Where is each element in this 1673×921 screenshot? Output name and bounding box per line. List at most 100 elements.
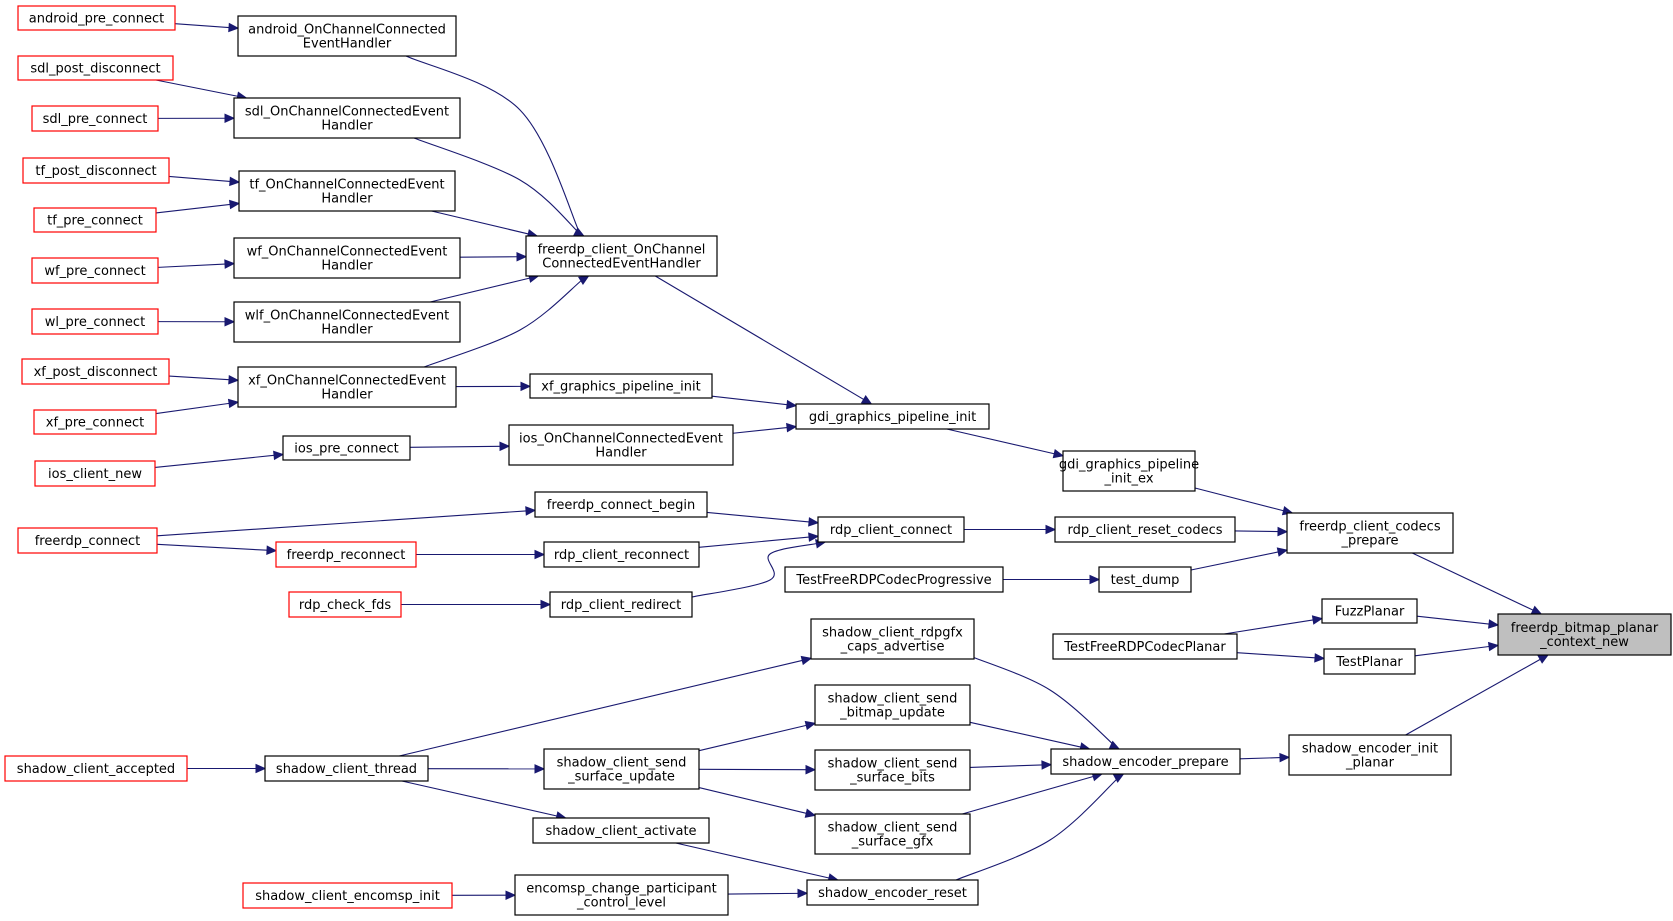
node-freerdp-client-onchannelconnectedeventhandler[interactable]: freerdp_client_OnChannelConnectedEventHa… (525, 235, 718, 277)
edge-gdi-graphics-pipeline-init-to-gdi-graphics-pipeline-init-ex (946, 428, 1065, 459)
node-freerdp-connect[interactable]: freerdp_connect (17, 527, 158, 554)
node-freerdp-client-codecs-prepare[interactable]: freerdp_client_codecs_prepare (1286, 512, 1454, 554)
node-shadow-encoder-reset[interactable]: shadow_encoder_reset (806, 879, 979, 906)
node-box (33, 207, 157, 233)
edge-freerdp-connect-to-freerdp-reconnect (156, 543, 278, 555)
node-rdp-check-fds[interactable]: rdp_check_fds (288, 591, 402, 618)
node-rdp-client-connect[interactable]: rdp_client_connect (817, 516, 965, 543)
node-testfreerdpcodecprogressive[interactable]: TestFreeRDPCodecProgressive (784, 566, 1004, 593)
node-box (1323, 648, 1416, 675)
node-fuzzplanar[interactable]: FuzzPlanar (1321, 598, 1418, 624)
node-label: shadow_client_thread (276, 762, 417, 777)
arrowhead-icon (534, 764, 546, 774)
node-xf-post-disconnect[interactable]: xf_post_disconnect (21, 358, 170, 385)
edge-line (168, 175, 231, 182)
node-shadow-client-rdpgfx-caps-advertise[interactable]: shadow_client_rdpgfx_caps_advertise (810, 618, 975, 660)
node-android-pre-connect[interactable]: android_pre_connect (17, 5, 176, 31)
node-label: tf_pre_connect (47, 214, 143, 229)
node-label: wf_pre_connect (44, 264, 145, 279)
arrowhead-icon (266, 545, 278, 555)
arrowhead-icon (1311, 615, 1324, 625)
node-rdp-client-reconnect[interactable]: rdp_client_reconnect (543, 541, 700, 568)
edge-line (727, 892, 799, 895)
node-label: shadow_client_activate (545, 824, 696, 839)
node-shadow-client-send-surface-bits[interactable]: shadow_client_send_surface_bits (814, 749, 971, 791)
node-freerdp-connect-begin[interactable]: freerdp_connect_begin (534, 491, 708, 518)
edge-sdl-post-disconnect-to-sdl-onchannelconnectedeventhandler (155, 79, 248, 101)
node-shadow-client-activate[interactable]: shadow_client_activate (532, 817, 710, 844)
node-label: Handler (321, 119, 373, 134)
node-shadow-client-thread[interactable]: shadow_client_thread (264, 755, 429, 782)
node-label: shadow_encoder_init (1302, 742, 1438, 757)
node-shadow-client-send-bitmap-update[interactable]: shadow_client_send_bitmap_update (814, 684, 971, 726)
node-tf-post-disconnect[interactable]: tf_post_disconnect (22, 157, 170, 184)
node-box (1497, 613, 1672, 656)
arrowhead-icon (516, 251, 528, 262)
node-label: freerdp_reconnect (287, 548, 406, 563)
node-wf-pre-connect[interactable]: wf_pre_connect (31, 257, 159, 284)
node-box (810, 618, 975, 660)
arrowhead-icon (525, 506, 537, 516)
arrowhead-icon (224, 259, 236, 269)
arrowhead-icon (255, 763, 267, 774)
arrowhead-icon (229, 176, 241, 187)
edge-line (1234, 530, 1279, 533)
node-shadow-client-send-surface-gfx[interactable]: shadow_client_send_surface_gfx (814, 813, 971, 855)
node-shadow-client-encomsp-init[interactable]: shadow_client_encomsp_init (242, 882, 453, 909)
node-shadow-encoder-init-planar[interactable]: shadow_encoder_init_planar (1288, 734, 1452, 776)
node-label: freerdp_client_codecs (1299, 520, 1440, 535)
node-rdp-client-redirect[interactable]: rdp_client_redirect (549, 591, 693, 618)
node-label: ios_OnChannelConnectedEvent (519, 432, 723, 447)
node-ios-client-new[interactable]: ios_client_new (34, 460, 156, 487)
arrowhead-icon (499, 441, 511, 452)
node-testfreerdpcodecplanar[interactable]: TestFreeRDPCodecPlanar (1052, 633, 1238, 660)
node-sdl-post-disconnect[interactable]: sdl_post_disconnect (17, 55, 174, 81)
node-shadow-client-accepted[interactable]: shadow_client_accepted (4, 755, 188, 782)
node-encomsp-change-participant-control-level[interactable]: encomsp_change_participant_control_level (514, 874, 729, 916)
node-testplanar[interactable]: TestPlanar (1323, 648, 1416, 675)
arrowhead-icon (797, 888, 809, 899)
edge-shadow-client-send-surface-update-to-shadow-client-send-bitmap-update (698, 720, 817, 752)
node-box (237, 15, 457, 57)
node-xf-pre-connect[interactable]: xf_pre_connect (33, 409, 157, 435)
node-label: rdp_client_redirect (561, 598, 682, 613)
node-label: rdp_client_connect (830, 523, 952, 538)
node-label: Handler (321, 388, 373, 403)
node-label: shadow_client_rdpgfx (822, 626, 963, 641)
edge-tf-pre-connect-to-tf-onchannelconnectedeventhandler (155, 199, 241, 214)
node-tf-pre-connect[interactable]: tf_pre_connect (33, 207, 157, 233)
node-sdl-pre-connect[interactable]: sdl_pre_connect (31, 105, 159, 132)
node-test-dump[interactable]: test_dump (1098, 566, 1192, 593)
node-freerdp-bitmap-planar-context-new[interactable]: freerdp_bitmap_planar_context_new (1497, 613, 1672, 656)
node-rdp-client-reset-codecs[interactable]: rdp_client_reset_codecs (1054, 516, 1236, 543)
node-shadow-encoder-prepare[interactable]: shadow_encoder_prepare (1050, 748, 1241, 775)
node-box (31, 308, 159, 335)
edge-shadow-client-send-surface-update-to-shadow-client-send-surface-gfx (698, 787, 817, 818)
arrowhead-icon (1052, 449, 1065, 459)
node-label: xf_post_disconnect (34, 365, 158, 380)
node-shadow-client-send-surface-update[interactable]: shadow_client_send_surface_update (543, 748, 700, 790)
arrowhead-icon (1277, 526, 1289, 537)
node-xf-graphics-pipeline-init[interactable]: xf_graphics_pipeline_init (529, 373, 713, 399)
edge-testfreerdpcodecplanar-to-testplanar (1236, 652, 1326, 663)
node-label: Handler (321, 259, 373, 274)
edge-wf-pre-connect-to-wf-onchannelconnectedeventhandler (157, 259, 236, 269)
node-freerdp-reconnect[interactable]: freerdp_reconnect (275, 541, 417, 568)
node-ios-pre-connect[interactable]: ios_pre_connect (282, 435, 411, 461)
node-box (1062, 450, 1196, 492)
node-label: gdi_graphics_pipeline (1059, 458, 1199, 473)
node-wl-pre-connect[interactable]: wl_pre_connect (31, 308, 159, 335)
node-gdi-graphics-pipeline-init-ex[interactable]: gdi_graphics_pipeline_init_ex (1059, 450, 1199, 492)
node-box (814, 813, 971, 855)
node-label: xf_pre_connect (46, 416, 144, 431)
node-gdi-graphics-pipeline-init[interactable]: gdi_graphics_pipeline_init (795, 403, 990, 430)
node-label: ConnectedEventHandler (542, 257, 701, 272)
node-box (795, 403, 990, 430)
